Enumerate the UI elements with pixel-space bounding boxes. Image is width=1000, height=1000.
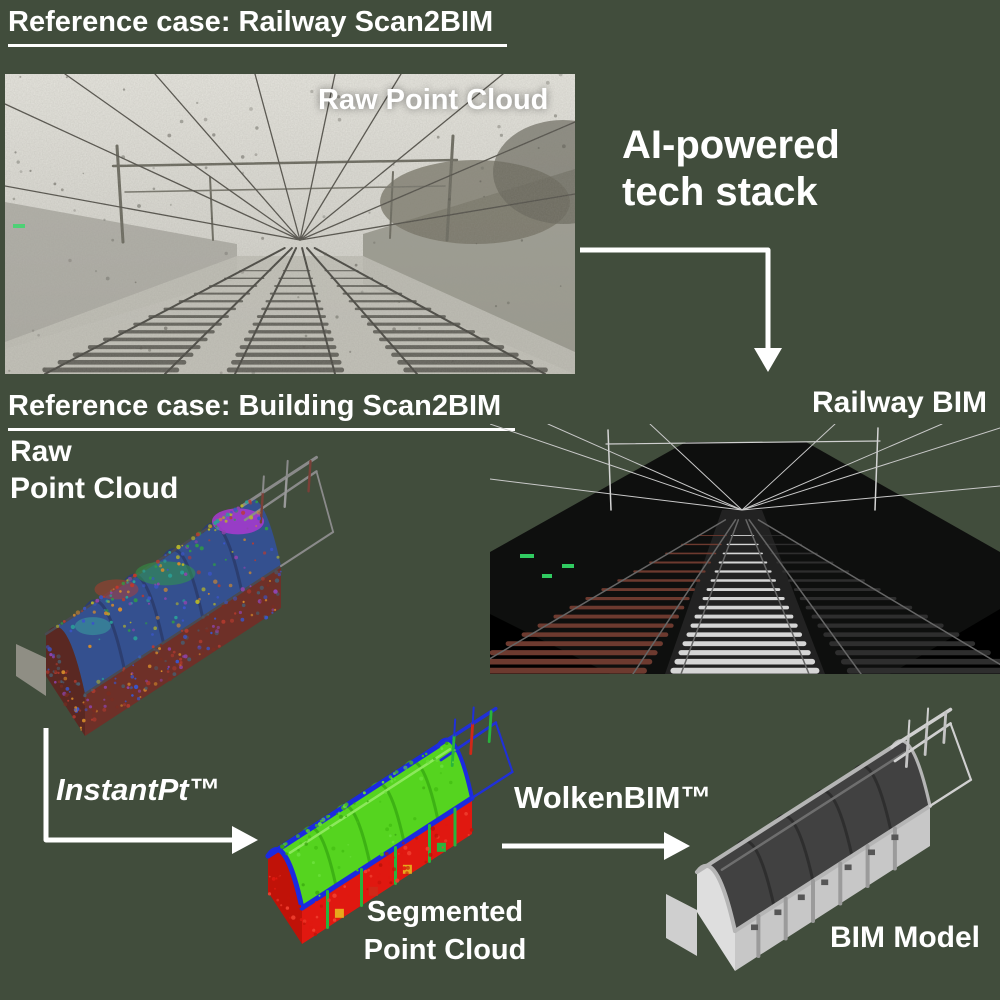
segmented-label-line2: Point Cloud [363,933,527,966]
railway-raw-pointcloud-label: Raw Point Cloud [318,84,549,116]
wolkenbim-tool-label: WolkenBIM™ [514,780,712,815]
process-label: AI-powered tech stack [622,122,840,216]
railway-bim-scene [490,424,1000,674]
flow-arrow-raw-to-railway-bim [580,247,782,372]
building-case-header: Reference case: Building Scan2BIM [8,390,516,431]
process-label-line1: AI-powered [622,123,840,167]
instantpt-tool-label: InstantPt™ [56,772,220,807]
building-pointcloud-scene [16,455,335,736]
bim-model-label: BIM Model [830,921,980,954]
flow-arrow-segmented-to-bim [502,832,690,860]
building-raw-pointcloud-image [16,455,335,736]
segmented-pointcloud-scene [265,706,514,944]
building-raw-label-line1: Raw [10,435,72,468]
railway-bim-label: Railway BIM [812,386,988,419]
pointcloud-grain [5,74,575,374]
process-label-line2: tech stack [622,169,818,214]
segmented-pointcloud-image [265,706,514,944]
bim-model-scene [666,707,973,971]
railway-raw-pointcloud-image [5,74,575,374]
railway-case-header: Reference case: Railway Scan2BIM [8,6,508,47]
flow-arrow-raw-to-segmented [43,728,258,854]
bim-model-image [666,707,973,971]
building-raw-pointcloud-label: Raw Point Cloud [10,434,178,507]
segmented-label-line1: Segmented [366,896,524,928]
railway-bim-image [490,424,1000,674]
building-raw-label-line2: Point Cloud [10,471,179,505]
segmented-pointcloud-label: Segmented Point Cloud [330,894,560,969]
